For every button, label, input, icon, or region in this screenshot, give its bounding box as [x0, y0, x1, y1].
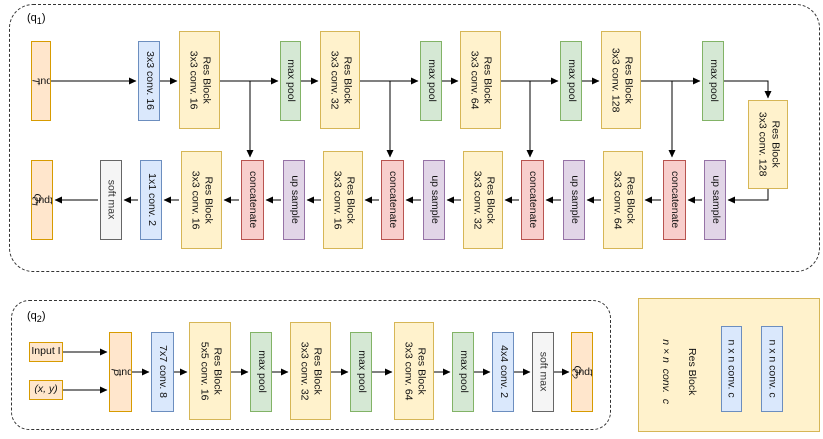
- res-block-node: Res Block 3x3 conv. 128: [601, 31, 641, 129]
- concatenate-node: concatenate: [241, 160, 264, 240]
- conv-node: 1x1 conv. 2: [140, 160, 162, 240]
- max-pool-node: max pool: [702, 41, 724, 121]
- bottleneck-res-block-node: Res Block 3x3 conv. 128: [748, 100, 788, 189]
- res-block-node: Res Block 3x3 conv. 64: [460, 31, 501, 129]
- res-block-node: Res Block 5x5 conv. 16: [189, 322, 231, 420]
- softmax-node: soft max: [100, 160, 122, 240]
- max-pool-node: max pool: [420, 41, 442, 121]
- output-node: Output Q1: [31, 160, 53, 240]
- q2-network-frame: [11, 300, 611, 430]
- input-node: Input P: [109, 332, 132, 412]
- max-pool-node: max pool: [250, 332, 272, 412]
- conv-node: 7x7 conv. 8: [151, 332, 174, 412]
- up-sample-node: up sample: [283, 160, 305, 240]
- max-pool-node: max pool: [350, 332, 372, 412]
- q1-label: (q1): [27, 12, 46, 27]
- res-block-node: Res Block 3x3 conv. 16: [181, 151, 222, 249]
- concatenate-node: concatenate: [663, 160, 686, 240]
- res-block-node: Res Block 3x3 conv. 32: [463, 151, 503, 249]
- q1-network-frame: [9, 4, 820, 272]
- max-pool-node: max pool: [280, 41, 301, 121]
- edge-pool4-bottleneck: [724, 80, 772, 99]
- max-pool-node: max pool: [452, 332, 474, 412]
- conv-node: 3x3 conv. 16: [138, 41, 160, 121]
- legend-conv-node: n x n conv. c: [721, 326, 742, 412]
- concatenate-node: concatenate: [521, 160, 544, 240]
- max-pool-node: max pool: [560, 41, 582, 121]
- softmax-node: soft max: [532, 332, 554, 412]
- concatenate-node: concatenate: [381, 160, 404, 240]
- up-sample-node: up sample: [563, 160, 585, 240]
- coordinate-input-node: (x, y): [29, 380, 63, 400]
- conv-node: 4x4 conv. 2: [492, 332, 514, 412]
- legend-conv-node: n x n conv. c: [761, 326, 783, 412]
- up-sample-node: up sample: [423, 160, 445, 240]
- input-node: Input I: [31, 41, 51, 121]
- res-block-node: Res Block 3x3 conv. 16: [179, 31, 220, 129]
- res-block-node: Res Block 3x3 conv. 64: [603, 151, 643, 249]
- res-block-node: Res Block 3x3 conv. 32: [290, 322, 331, 420]
- edge-bottleneck-up1: [727, 189, 769, 204]
- output-node: Output Q2: [571, 332, 593, 412]
- res-block-node: Res Block 3x3 conv. 16: [323, 151, 363, 249]
- q2-label: (q2): [27, 310, 46, 325]
- res-block-node: Res Block 3x3 conv. 64: [394, 322, 434, 420]
- res-block-node: Res Block 3x3 conv. 32: [320, 31, 360, 129]
- up-sample-node: up sample: [704, 160, 726, 240]
- image-input-node: Input I: [29, 342, 63, 362]
